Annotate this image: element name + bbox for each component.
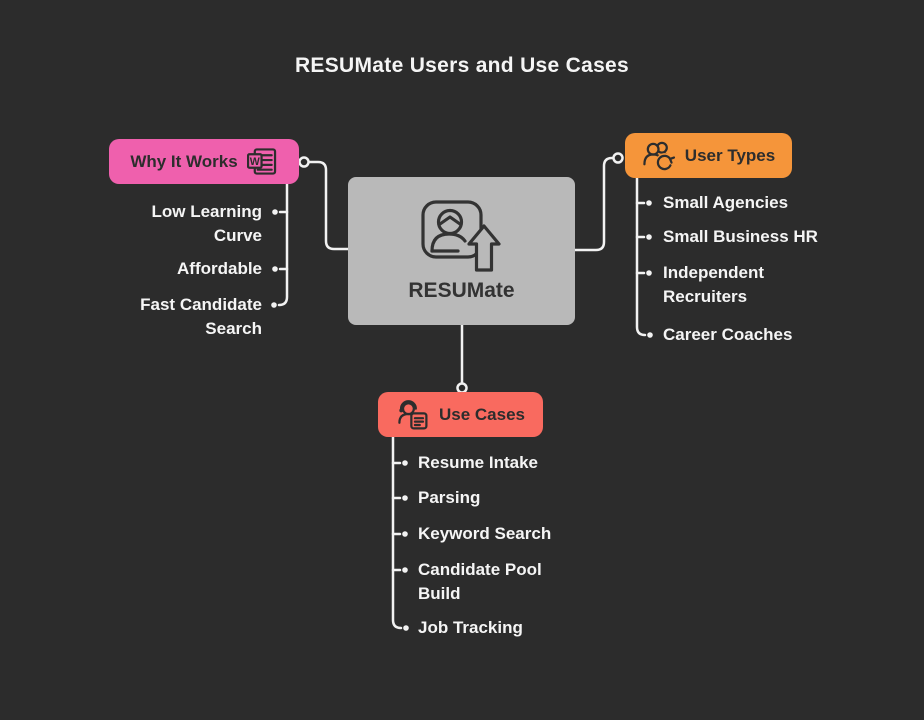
central-node-label: RESUMate xyxy=(408,278,515,302)
why-it-works-items-tree xyxy=(271,182,289,308)
item-independent-recruiters[interactable]: Independent Recruiters xyxy=(663,263,765,306)
item-candidate-pool-build[interactable]: Candidate Pool Build xyxy=(418,560,542,603)
use-cases-items-tree xyxy=(391,435,409,631)
user-types-items-tree xyxy=(635,176,653,338)
connector-why-it-works xyxy=(298,156,350,251)
item-career-coaches[interactable]: Career Coaches xyxy=(663,325,793,344)
item-parsing[interactable]: Parsing xyxy=(418,488,481,507)
diagram-title: RESUMate Users and Use Cases xyxy=(294,54,630,77)
item-small-business-hr[interactable]: Small Business HR xyxy=(663,227,818,246)
connector-user-types xyxy=(573,152,624,252)
branch-node-use-cases[interactable]: Use Cases xyxy=(378,392,543,437)
item-affordable[interactable]: Affordable xyxy=(177,259,262,278)
branch-label-why-it-works: Why It Works xyxy=(130,151,238,171)
item-fast-candidate-search[interactable]: Fast Candidate Search xyxy=(140,295,262,338)
branch-node-why-it-works[interactable]: Why It Works W xyxy=(109,139,299,184)
item-job-tracking[interactable]: Job Tracking xyxy=(418,618,523,637)
central-node[interactable]: RESUMate xyxy=(348,177,575,325)
item-keyword-search[interactable]: Keyword Search xyxy=(418,524,552,543)
resume-upload-icon xyxy=(420,199,501,272)
branch-label-user-types: User Types xyxy=(684,145,776,165)
item-small-agencies[interactable]: Small Agencies xyxy=(663,193,789,212)
word-document-icon: W xyxy=(246,148,276,175)
svg-text:W: W xyxy=(249,156,259,168)
branch-label-use-cases: Use Cases xyxy=(438,404,525,424)
users-sync-icon xyxy=(643,141,675,171)
branch-node-user-types[interactable]: User Types xyxy=(625,133,792,178)
item-resume-intake[interactable]: Resume Intake xyxy=(418,453,538,472)
connector-use-cases xyxy=(456,323,468,394)
person-note-icon xyxy=(398,400,428,430)
item-low-learning-curve[interactable]: Low Learning Curve xyxy=(151,202,263,245)
